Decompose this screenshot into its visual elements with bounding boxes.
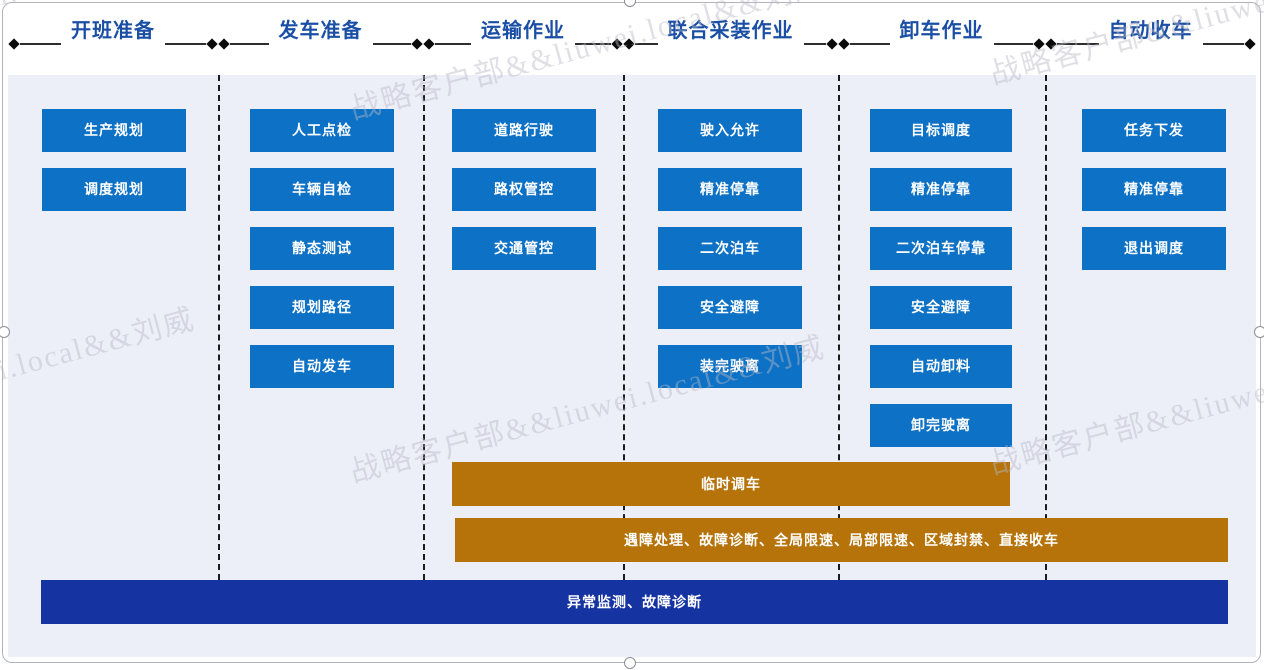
diamond-marker-icon	[218, 38, 230, 50]
task-column-departure-prep: 人工点检 车辆自检 静态测试 规划路径 自动发车	[250, 109, 394, 388]
diamond-marker-icon	[1045, 38, 1057, 50]
phase-title: 卸车作业	[899, 19, 984, 42]
phase-connector-line	[635, 43, 658, 45]
task-box[interactable]: 自动卸料	[870, 345, 1012, 388]
task-box[interactable]: 精准停靠	[870, 168, 1012, 211]
task-column-auto-return: 任务下发 精准停靠 退出调度	[1082, 109, 1226, 270]
diamond-marker-icon	[423, 38, 435, 50]
phase-connector-line	[1057, 43, 1099, 45]
task-box[interactable]: 车辆自检	[250, 168, 394, 211]
column-separator	[838, 75, 840, 580]
column-separator	[1045, 75, 1047, 580]
task-box[interactable]: 装完驶离	[658, 345, 802, 388]
task-column-loading: 驶入允许 精准停靠 二次泊车 安全避障 装完驶离	[658, 109, 802, 388]
phase-header-transport[interactable]: 运输作业	[423, 6, 623, 50]
task-box[interactable]: 驶入允许	[658, 109, 802, 152]
phase-connector-line	[993, 43, 1033, 45]
phase-header-shift-prep[interactable]: 开班准备	[8, 6, 218, 50]
column-separator	[623, 75, 625, 580]
phase-connector-line	[435, 43, 471, 45]
main-panel: 生产规划 调度规划 人工点检 车辆自检 静态测试 规划路径 自动发车 道路行驶 …	[8, 75, 1256, 657]
phase-header-auto-return[interactable]: 自动收车	[1045, 6, 1256, 50]
phase-header-loading[interactable]: 联合采装作业	[623, 6, 838, 50]
task-box[interactable]: 安全避障	[870, 286, 1012, 329]
phase-title: 联合采装作业	[667, 19, 794, 42]
task-box[interactable]: 调度规划	[42, 168, 186, 211]
task-box[interactable]: 生产规划	[42, 109, 186, 152]
task-box[interactable]: 卸完驶离	[870, 404, 1012, 447]
phase-title: 开班准备	[71, 19, 155, 42]
overlay-bar-exception-handling[interactable]: 遇障处理、故障诊断、全局限速、局部限速、区域封禁、直接收车	[455, 518, 1228, 562]
task-box[interactable]: 目标调度	[870, 109, 1012, 152]
task-column-transport: 道路行驶 路权管控 交通管控	[452, 109, 596, 270]
diamond-marker-icon	[1244, 38, 1256, 50]
phase-connector-line	[575, 43, 611, 45]
column-separator	[218, 75, 220, 580]
phase-connector-line	[20, 43, 61, 45]
task-column-shift-prep: 生产规划 调度规划	[42, 109, 186, 211]
diamond-marker-icon	[411, 38, 423, 50]
task-box[interactable]: 精准停靠	[658, 168, 802, 211]
diamond-marker-icon	[8, 38, 20, 50]
task-box[interactable]: 人工点检	[250, 109, 394, 152]
phase-connector-line	[1202, 43, 1244, 45]
phase-connector-line	[850, 43, 890, 45]
task-box[interactable]: 安全避障	[658, 286, 802, 329]
phase-header-departure-prep[interactable]: 发车准备	[218, 6, 423, 50]
phase-header-row: 开班准备 发车准备 运输作业 联合采装作业 卸车	[8, 6, 1256, 50]
phase-title: 发车准备	[278, 19, 363, 42]
task-box[interactable]: 二次泊车停靠	[870, 227, 1012, 270]
resize-handle-right[interactable]	[1254, 326, 1264, 338]
overlay-bar-monitoring-diagnosis[interactable]: 异常监测、故障诊断	[41, 580, 1228, 624]
diamond-marker-icon	[838, 38, 850, 50]
resize-handle-left[interactable]	[0, 326, 10, 338]
phase-connector-line	[230, 43, 269, 45]
diamond-marker-icon	[623, 38, 635, 50]
task-box[interactable]: 路权管控	[452, 168, 596, 211]
task-box[interactable]: 道路行驶	[452, 109, 596, 152]
task-column-unloading: 目标调度 精准停靠 二次泊车停靠 安全避障 自动卸料 卸完驶离	[870, 109, 1012, 447]
phase-header-unloading[interactable]: 卸车作业	[838, 6, 1045, 50]
phase-connector-line	[803, 43, 826, 45]
task-box[interactable]: 二次泊车	[658, 227, 802, 270]
diamond-marker-icon	[611, 38, 623, 50]
task-box[interactable]: 交通管控	[452, 227, 596, 270]
diamond-marker-icon	[826, 38, 838, 50]
phase-title: 运输作业	[481, 19, 565, 42]
task-box[interactable]: 精准停靠	[1082, 168, 1226, 211]
phase-title: 自动收车	[1108, 19, 1193, 42]
task-box[interactable]: 任务下发	[1082, 109, 1226, 152]
task-box[interactable]: 自动发车	[250, 345, 394, 388]
diamond-marker-icon	[1033, 38, 1045, 50]
phase-connector-line	[165, 43, 206, 45]
resize-handle-bottom[interactable]	[624, 657, 636, 669]
task-box[interactable]: 静态测试	[250, 227, 394, 270]
overlay-bar-temporary-dispatch[interactable]: 临时调车	[452, 462, 1010, 506]
phase-connector-line	[372, 43, 411, 45]
task-box[interactable]: 规划路径	[250, 286, 394, 329]
diamond-marker-icon	[206, 38, 218, 50]
column-separator	[423, 75, 425, 580]
task-box[interactable]: 退出调度	[1082, 227, 1226, 270]
